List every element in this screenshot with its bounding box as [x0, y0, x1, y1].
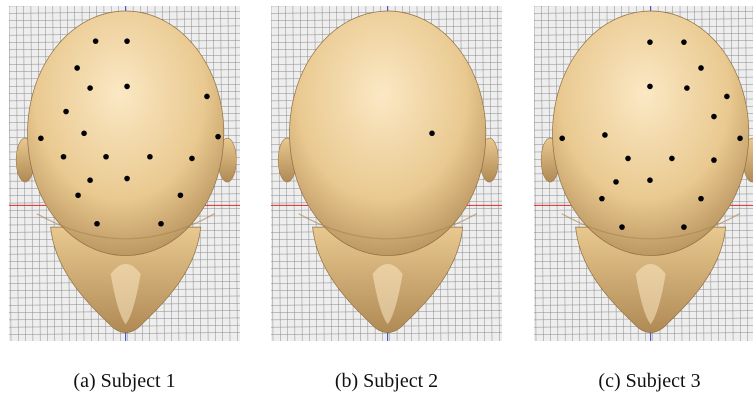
- electrode-marker: [647, 39, 653, 45]
- electrode-markers: [429, 131, 435, 137]
- electrode-marker: [619, 224, 625, 230]
- electrode-marker: [94, 221, 100, 227]
- electrode-marker: [87, 177, 93, 183]
- electrode-marker: [63, 109, 69, 115]
- electrode-marker: [602, 132, 608, 138]
- head-panel-subject-1: [9, 6, 240, 341]
- caption-subject-3: (c) Subject 3: [534, 370, 753, 392]
- head-panel-subject-3: [534, 6, 753, 341]
- caption-subject-2: (b) Subject 2: [271, 370, 502, 392]
- scalp: [27, 11, 223, 256]
- electrode-marker: [711, 157, 717, 163]
- electrode-marker: [74, 65, 80, 71]
- electrode-marker: [711, 114, 717, 120]
- electrode-marker: [147, 154, 153, 160]
- electrode-marker: [158, 221, 164, 227]
- electrode-marker: [204, 94, 210, 100]
- electrode-marker: [737, 136, 743, 142]
- electrode-marker: [599, 196, 605, 202]
- electrode-marker: [189, 156, 195, 162]
- head-figure-subject-3: [534, 6, 753, 341]
- electrode-marker: [698, 65, 704, 71]
- electrode-marker: [684, 85, 690, 91]
- electrode-marker: [215, 134, 221, 140]
- electrode-marker: [647, 177, 653, 183]
- electrode-marker: [559, 136, 565, 142]
- electrode-marker: [698, 196, 704, 202]
- electrode-marker: [625, 156, 631, 162]
- caption-subject-1: (a) Subject 1: [9, 370, 240, 392]
- electrode-marker: [681, 39, 687, 45]
- scalp: [289, 11, 485, 256]
- electrode-marker: [124, 38, 130, 44]
- head-panel-subject-2: [271, 6, 502, 341]
- electrode-marker: [724, 94, 730, 100]
- electrode-marker: [93, 38, 99, 44]
- electrode-marker: [75, 192, 81, 198]
- electrode-marker: [81, 131, 87, 137]
- electrode-marker: [61, 154, 67, 160]
- electrode-marker: [669, 156, 675, 162]
- electrode-marker: [613, 179, 619, 185]
- electrode-marker: [103, 154, 109, 160]
- scalp: [552, 11, 748, 256]
- head-figure-subject-1: [9, 6, 240, 341]
- electrode-marker: [681, 224, 687, 230]
- electrode-marker: [124, 84, 130, 90]
- electrode-marker: [87, 85, 93, 91]
- electrode-marker: [124, 176, 130, 182]
- electrode-marker: [178, 192, 184, 198]
- electrode-marker: [429, 131, 435, 137]
- electrode-marker: [647, 84, 653, 90]
- electrode-marker: [38, 136, 44, 142]
- head-figure-subject-2: [271, 6, 502, 341]
